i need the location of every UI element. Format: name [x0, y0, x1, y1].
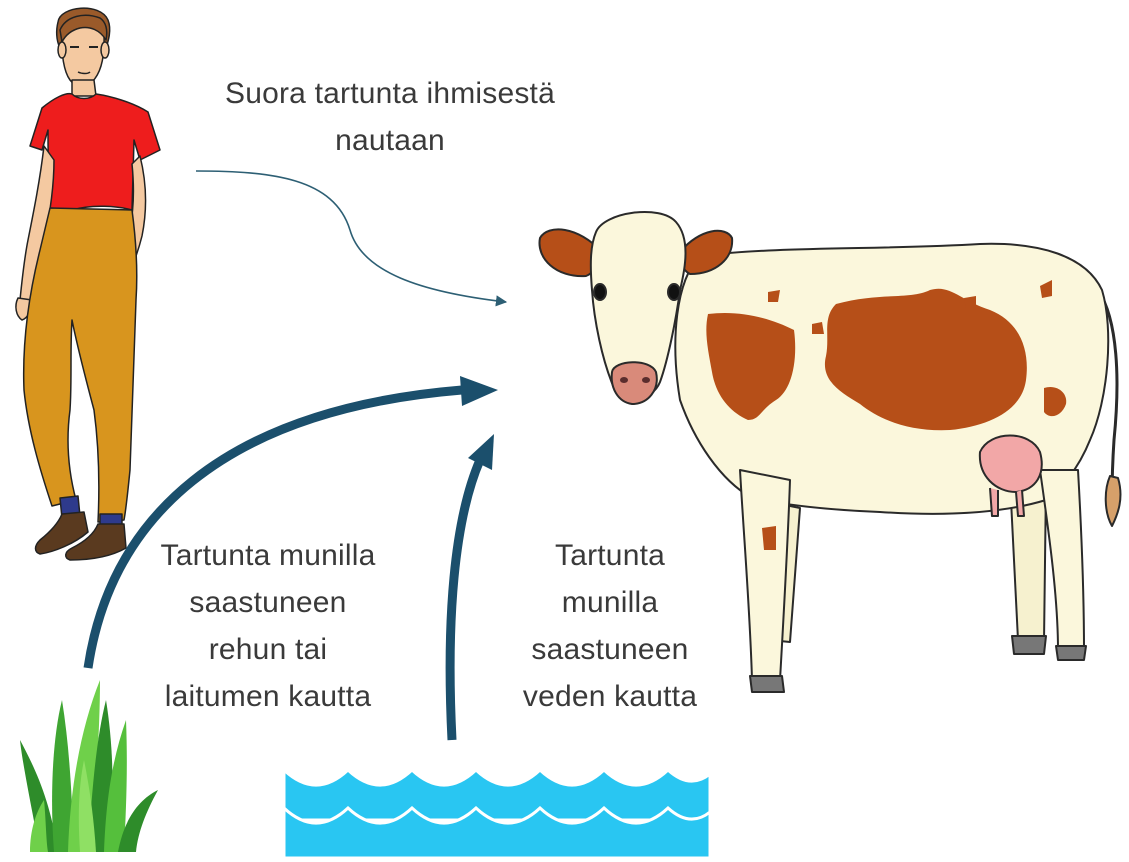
- direct-label-line: nautaan: [190, 117, 590, 164]
- direct-label-line: Suora tartunta ihmisestä: [190, 70, 590, 117]
- feed-label-line: laitumen kautta: [118, 673, 418, 720]
- water-label-line: saastuneen: [490, 626, 730, 673]
- direct-transmission-label: Suora tartunta ihmisestä nautaan: [190, 70, 590, 164]
- feed-label-line: saastuneen: [118, 579, 418, 626]
- water-transmission-arrow: [450, 434, 494, 740]
- water-label-line: Tartunta: [490, 532, 730, 579]
- person-icon: [16, 8, 160, 560]
- feed-label-line: Tartunta munilla: [118, 532, 418, 579]
- water-label-line: veden kautta: [490, 673, 730, 720]
- water-transmission-label: Tartunta munilla saastuneen veden kautta: [490, 532, 730, 720]
- feed-label-line: rehun tai: [118, 626, 418, 673]
- water-label-line: munilla: [490, 579, 730, 626]
- feed-transmission-label: Tartunta munilla saastuneen rehun tai la…: [118, 532, 418, 720]
- water-icon: [284, 770, 710, 858]
- direct-transmission-arrow: [196, 171, 506, 302]
